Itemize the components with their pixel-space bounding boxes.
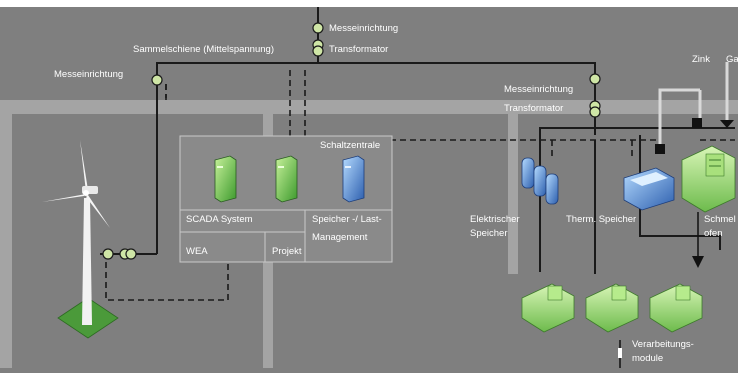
- meter-icon: [312, 22, 324, 34]
- storage-mgmt-label-2: Management: [312, 232, 368, 243]
- zinc-valve-icon: [655, 144, 665, 154]
- storage-mgmt-label-1: Speicher -/ Last-: [312, 214, 382, 225]
- road-horizontal: [0, 100, 738, 114]
- metering-right-label: Messeinrichtung: [504, 84, 573, 95]
- machine-icon: [649, 283, 703, 333]
- metering-top-label: Messeinrichtung: [329, 23, 398, 34]
- meter-icon: [589, 73, 601, 85]
- busbar-label: Sammelschiene (Mittelspannung): [133, 44, 274, 55]
- server-icon: [275, 155, 298, 203]
- road-vertical-edge: [0, 114, 12, 368]
- control-lines: [105, 70, 735, 301]
- scada-label: SCADA System: [186, 214, 253, 225]
- processing-label-1: Verarbeitungs-: [632, 339, 694, 350]
- gas-label: Ga: [726, 54, 738, 65]
- transformer-icon: [119, 248, 137, 260]
- zinc-valve-icon: [692, 118, 702, 128]
- meter-icon: [102, 248, 114, 260]
- transformer-icon: [589, 100, 601, 118]
- control-center: [179, 135, 393, 263]
- furnace-label-2: ofen: [704, 228, 723, 239]
- module-output-marker: [618, 348, 622, 358]
- tank-icon: [623, 167, 675, 211]
- gas-feed: [720, 62, 734, 128]
- electric-storage-label-2: Speicher: [470, 228, 508, 239]
- metering-left-label: Messeinrichtung: [54, 69, 123, 80]
- projekt-label: Projekt: [272, 246, 302, 257]
- top-border: [0, 0, 738, 7]
- zinc-label: Zink: [692, 54, 710, 65]
- wea-label: WEA: [186, 246, 208, 257]
- wind-turbine-icon: [42, 140, 119, 339]
- furnace-label-1: Schmel: [704, 214, 736, 225]
- thermal-storage-label: Therm. Speicher: [566, 214, 636, 225]
- machine-icon: [585, 283, 639, 333]
- electric-storage-label-1: Elektrischer: [470, 214, 520, 225]
- furnace-icon: [681, 145, 736, 213]
- zinc-feed: [655, 88, 702, 154]
- transformer-top-label: Transformator: [329, 44, 388, 55]
- meter-icon: [151, 74, 163, 86]
- transformer-icon: [312, 39, 324, 57]
- control-center-label: Schaltzentrale: [320, 140, 380, 151]
- machine-icon: [521, 283, 575, 333]
- transformer-right-label: Transformator: [504, 103, 563, 114]
- road-vertical-right: [508, 114, 518, 274]
- gas-arrow-icon: [720, 120, 734, 128]
- server-icon: [214, 155, 237, 203]
- server-icon: [342, 155, 365, 203]
- processing-label-2: module: [632, 353, 663, 364]
- battery-icon: [521, 157, 559, 205]
- furnace-output-arrow-icon: [692, 256, 704, 268]
- power-lines: [156, 7, 735, 274]
